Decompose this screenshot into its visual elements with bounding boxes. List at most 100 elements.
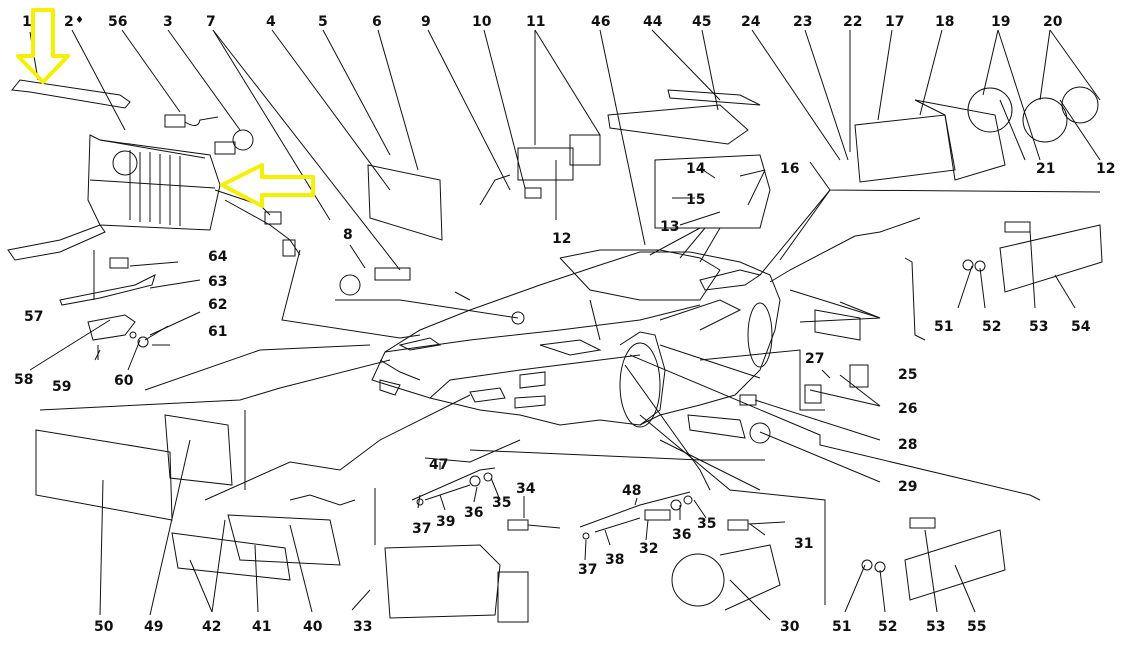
callout-40: 40	[303, 619, 323, 635]
callout-36: 36	[672, 527, 692, 543]
part-34-bulb	[507, 519, 561, 531]
part-30-fog-lamp	[671, 544, 781, 611]
part-60-washer	[137, 336, 149, 348]
part-49-control-unit	[164, 414, 233, 486]
callout-18: 18	[935, 14, 955, 30]
callout-30: 30	[780, 619, 800, 635]
callout-19: 19	[991, 14, 1011, 30]
part-62-nut	[129, 331, 137, 339]
callout-62: 62	[208, 297, 228, 313]
part-54-side-lamp	[999, 221, 1103, 293]
callout-54: 54	[1071, 319, 1091, 335]
callout-52: 52	[982, 319, 1002, 335]
callout-51: 51	[832, 619, 852, 635]
callout-60: 60	[114, 373, 134, 389]
part-8-motor	[339, 267, 411, 296]
callout-47: 47	[429, 457, 449, 473]
part-26-lamp	[804, 364, 869, 404]
callout-58: 58	[14, 372, 34, 388]
callout-9: 9	[421, 14, 431, 30]
part-41-lamp-housing	[227, 494, 356, 566]
callout-10: 10	[472, 14, 492, 30]
callout-53: 53	[926, 619, 946, 635]
callout-6: 6	[372, 14, 382, 30]
callout-56: 56	[108, 14, 128, 30]
callout-61: 61	[208, 324, 228, 340]
callout-12: 12	[552, 231, 572, 247]
car-body	[371, 249, 781, 428]
part-28-socket	[739, 394, 757, 406]
callout-33: 33	[353, 619, 373, 635]
part-58-bracket	[87, 314, 136, 341]
part-63-bracket	[59, 274, 156, 306]
part-42-lens	[171, 532, 291, 581]
callout-♦: ♦	[75, 15, 84, 26]
callout-12: 12	[1096, 161, 1116, 177]
callout-49: 49	[144, 619, 164, 635]
part-31-bulb	[727, 519, 786, 531]
part-19-lamp	[967, 87, 1013, 133]
callout-24: 24	[741, 14, 761, 30]
part-39-adjuster	[416, 472, 493, 506]
callout-55: 55	[967, 619, 987, 635]
part-29-lamp	[687, 414, 771, 444]
callout-14: 14	[686, 161, 706, 177]
callout-59: 59	[52, 379, 72, 395]
part-55-side-lamp	[904, 517, 1006, 601]
callout-26: 26	[898, 401, 918, 417]
part-1-trim-strip	[11, 79, 131, 109]
highlight-arrow-down-icon	[16, 8, 70, 84]
part-46-lens	[607, 104, 749, 145]
callout-31: 31	[794, 536, 814, 552]
part-56-bulb-socket	[164, 114, 219, 128]
part-4-reflector	[367, 164, 443, 241]
callout-37: 37	[412, 521, 432, 537]
callout-34: 34	[516, 481, 536, 497]
part-38-adjuster	[582, 495, 693, 540]
callout-41: 41	[252, 619, 272, 635]
callout-44: 44	[643, 14, 663, 30]
callout-46: 46	[591, 14, 611, 30]
part-9-wire	[479, 174, 511, 206]
callout-63: 63	[208, 274, 228, 290]
callout-8: 8	[343, 227, 353, 243]
callout-20: 20	[1043, 14, 1063, 30]
callout-57: 57	[24, 309, 44, 325]
callout-16: 16	[780, 161, 800, 177]
callout-2: 2	[64, 14, 74, 30]
part-33-fog-lamp	[384, 544, 529, 623]
callout-64: 64	[208, 249, 228, 265]
callout-42: 42	[202, 619, 222, 635]
callout-21: 21	[1036, 161, 1056, 177]
part-20-lamp	[1022, 86, 1099, 143]
callout-5: 5	[318, 14, 328, 30]
callout-38: 38	[605, 552, 625, 568]
callout-52: 52	[878, 619, 898, 635]
callout-50: 50	[94, 619, 114, 635]
callout-48: 48	[622, 483, 642, 499]
headlamp-unit	[87, 134, 301, 257]
part-51-52-fasteners-b	[861, 559, 886, 573]
part-44-strip	[667, 89, 761, 106]
leader-lines	[29, 29, 1101, 621]
part-51-52-fasteners	[962, 259, 986, 272]
callout-17: 17	[885, 14, 905, 30]
part-18-housing	[914, 99, 1006, 181]
callout-29: 29	[898, 479, 918, 495]
part-17-lamp-cover	[854, 114, 956, 183]
callout-22: 22	[843, 14, 863, 30]
callout-7: 7	[206, 14, 216, 30]
highlight-arrow-left-icon	[220, 163, 315, 208]
part-11-marker-lamp	[517, 134, 601, 181]
callout-53: 53	[1029, 319, 1049, 335]
callout-25: 25	[898, 367, 918, 383]
callout-28: 28	[898, 437, 918, 453]
callout-32: 32	[639, 541, 659, 557]
part-3-bulb	[214, 129, 254, 155]
callout-23: 23	[793, 14, 813, 30]
part-64-clip	[109, 257, 129, 269]
part-10-bulb	[524, 187, 542, 199]
callout-51: 51	[934, 319, 954, 335]
